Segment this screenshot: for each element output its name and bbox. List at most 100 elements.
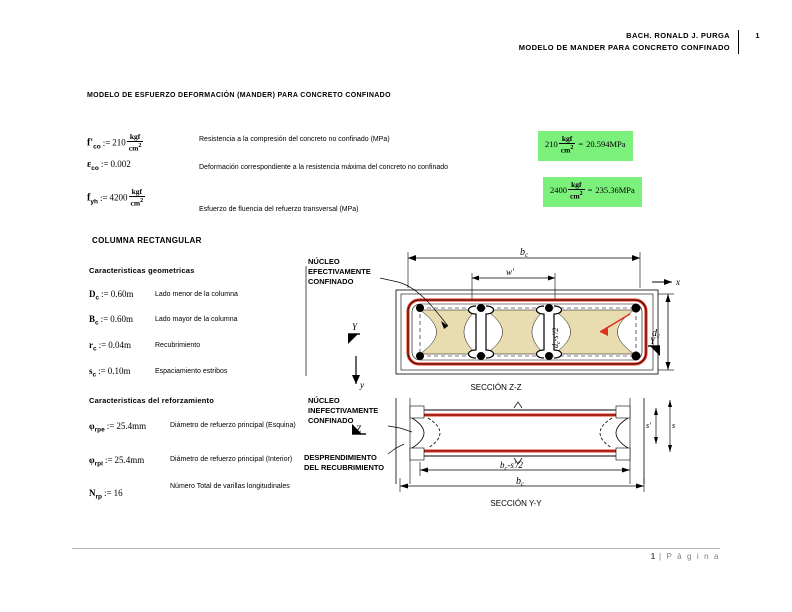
dim-label-s: s bbox=[672, 421, 675, 430]
core-region-2 bbox=[485, 309, 545, 355]
symbol-eco: ε bbox=[87, 159, 92, 170]
symbol-Dc-subscript: c bbox=[95, 294, 100, 302]
assign-operator: := bbox=[98, 366, 106, 376]
section-heading-column: COLUMNA RECTANGULAR bbox=[92, 236, 202, 245]
dim-label-w: w' bbox=[506, 267, 515, 277]
unit-denominator: cm2 bbox=[126, 141, 144, 153]
result-value: 210 bbox=[545, 139, 558, 150]
assign-operator: := bbox=[104, 488, 112, 498]
unit-den-text: cm bbox=[130, 198, 141, 208]
axis-label-Z: Z bbox=[356, 424, 362, 434]
symbol-Nrp: N bbox=[89, 488, 96, 498]
value-Nrp: 16 bbox=[113, 488, 123, 498]
material-param-eco: εco:=0.002 bbox=[87, 159, 131, 172]
page-title: MODELO DE ESFUERZO DEFORMACIÓN (MANDER) … bbox=[87, 92, 391, 99]
label-core-ineffective: NÚCLEO INEFECTIVAMENTE CONFINADO bbox=[308, 396, 380, 425]
symbol-phi-rpi: φ bbox=[89, 455, 95, 465]
symbol-rc: r bbox=[89, 340, 93, 350]
unit-exponent: 2 bbox=[138, 143, 142, 149]
value-eco: 0.002 bbox=[110, 159, 131, 169]
axis-label-Y-left: Y bbox=[352, 322, 358, 332]
assign-operator: := bbox=[102, 137, 111, 148]
description-fyh: Esfuerzo de fluencia del refuerzo transv… bbox=[199, 206, 359, 213]
assign-operator: := bbox=[100, 159, 109, 169]
unit-numerator: kgf bbox=[129, 132, 141, 141]
symbol-Bc: B bbox=[89, 314, 96, 324]
dim-label-bc-bottom: bc bbox=[516, 476, 525, 488]
geometry-param-sc: sc:=0.10m bbox=[89, 366, 130, 379]
reinforcement-desc-Nrp: Número Total de varillas longitudinales bbox=[170, 483, 290, 490]
value-fco: 210 bbox=[112, 137, 126, 148]
geometry-desc-sc: Espaciamiento estribos bbox=[155, 368, 228, 375]
geometry-param-Dc: Dc:=0.60m bbox=[89, 289, 133, 302]
symbol-phi-rpe-subscript: rpe bbox=[94, 426, 105, 434]
symbol-phi-rpe: φ bbox=[89, 421, 95, 431]
label-core-effective: NÚCLEO EFECTIVAMENTE CONFINADO bbox=[308, 257, 373, 286]
symbol-fco-subscript: co bbox=[93, 143, 101, 151]
symbol-fyh-subscript: yh bbox=[90, 198, 98, 206]
reinforcement-param-phi-rpi: φrpi:=25.4mm bbox=[89, 455, 144, 468]
symbol-Bc-subscript: c bbox=[95, 319, 99, 327]
unit-numerator: kgf bbox=[131, 187, 143, 196]
dim-label-s-prime: s' bbox=[646, 421, 651, 430]
assign-operator: := bbox=[101, 289, 109, 299]
symbol-rc-subscript: c bbox=[93, 345, 97, 353]
caption-section-yy: SECCIÓN Y-Y bbox=[490, 499, 542, 508]
core-region-1 bbox=[419, 309, 477, 355]
equals-sign: = bbox=[578, 139, 584, 150]
footer-page-label: 1 | P á g i n a bbox=[650, 552, 720, 561]
symbol-phi-rpi-subscript: rpi bbox=[94, 460, 103, 468]
assign-operator: := bbox=[99, 192, 108, 203]
unit-den-text: cm bbox=[128, 143, 139, 153]
assign-operator: := bbox=[98, 340, 107, 350]
caption-section-zz: SECCIÓN Z-Z bbox=[470, 383, 521, 392]
header-author: BACH. RONALD J. PURGA bbox=[626, 31, 730, 40]
unit-exponent: 2 bbox=[140, 198, 144, 204]
unit-denominator: cm2 bbox=[128, 196, 146, 208]
symbol-fco: f' bbox=[87, 137, 94, 149]
value-phi-rpe: 25.4mm bbox=[116, 421, 147, 431]
geometry-desc-Dc: Lado menor de la columna bbox=[155, 291, 238, 298]
value-sc: 0.10m bbox=[107, 366, 131, 376]
assign-operator: := bbox=[106, 421, 115, 431]
axis-label-Y-right: Y bbox=[650, 336, 656, 346]
symbol-Dc: D bbox=[89, 289, 96, 299]
dim-label-bc: bc bbox=[520, 248, 529, 259]
footer-page-number: 1 bbox=[650, 552, 656, 561]
value-Bc: 0.60m bbox=[110, 314, 133, 324]
reinforcement-desc-phi-rpe: Diámetro de refuerzo principal (Esquina) bbox=[170, 422, 296, 429]
symbol-sc-subscript: c bbox=[92, 371, 97, 379]
unit-den-text: cm bbox=[570, 191, 580, 201]
core-region-3 bbox=[553, 309, 635, 355]
axis-label-x: x bbox=[675, 277, 680, 287]
unit-denominator: cm2 bbox=[558, 143, 576, 155]
description-fco: Resistencia a la compresión del concreto… bbox=[199, 136, 390, 143]
geometry-param-Bc: Bc:=0.60m bbox=[89, 314, 133, 327]
dim-label-dc-minus: dc-s'/2 bbox=[551, 328, 562, 348]
assign-operator: := bbox=[100, 314, 109, 324]
unit-exponent: 2 bbox=[570, 145, 574, 151]
reinforcement-param-phi-rpe: φrpe:=25.4mm bbox=[89, 421, 146, 434]
unit-denominator: cm2 bbox=[568, 189, 585, 201]
subheading-geometry: Caracteristicas geometricas bbox=[89, 266, 195, 275]
geometry-param-rc: rc:=0.04m bbox=[89, 340, 131, 353]
footer-divider bbox=[72, 548, 720, 549]
label-spalling: DESPRENDIMIENTO DEL RECUBRIMIENTO bbox=[304, 453, 384, 472]
assign-operator: := bbox=[104, 455, 113, 465]
symbol-sc: s bbox=[89, 366, 93, 376]
dim-label-dc: dc bbox=[652, 328, 661, 340]
geometry-desc-rc: Recubrimiento bbox=[155, 342, 201, 349]
reinforcement-desc-phi-rpi: Diámetro de refuerzo principal (Interior… bbox=[170, 456, 293, 463]
header-subject: MODELO DE MANDER PARA CONCRETO CONFINADO bbox=[518, 43, 730, 52]
equals-sign: = bbox=[587, 185, 593, 196]
value-rc: 0.04m bbox=[108, 340, 131, 350]
header-page-number: 1 bbox=[738, 30, 760, 54]
